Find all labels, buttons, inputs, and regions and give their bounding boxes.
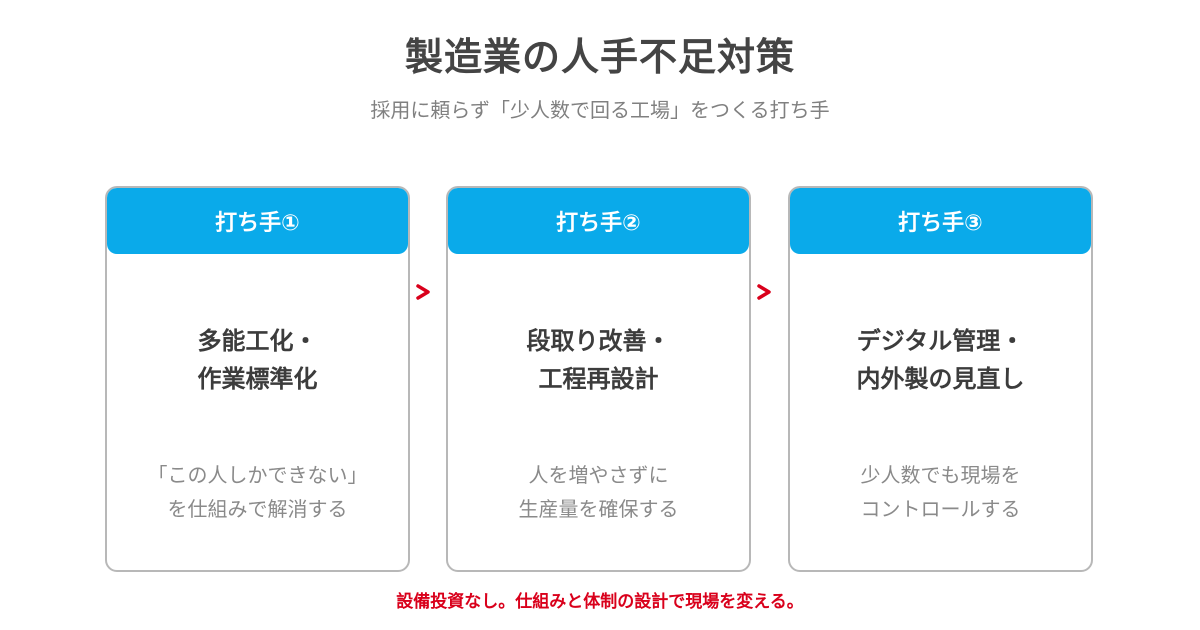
card-header-1: 打ち手① [107,188,408,254]
card-heading-2: 段取り改善・ 工程再設計 [448,322,749,398]
card-desc-line: 生産量を確保する [518,497,679,521]
strategy-card-3: 打ち手③ デジタル管理・ 内外製の見直し 少人数でも現場を コントロールする [788,186,1093,572]
card-header-2: 打ち手② [448,188,749,254]
card-desc-line: 「この人しかできない」 [147,463,368,487]
card-heading-line: 工程再設計 [538,365,659,393]
chevron-right-icon [416,284,430,300]
card-desc-line: 少人数でも現場を [860,463,1021,487]
card-desc-line: コントロールする [860,497,1021,521]
card-description-1: 「この人しかできない」 を仕組みで解消する [107,458,408,526]
card-heading-line: デジタル管理・ [856,327,1025,355]
strategy-card-1: 打ち手① 多能工化・ 作業標準化 「この人しかできない」 を仕組みで解消する [105,186,410,572]
card-desc-line: を仕組みで解消する [167,497,348,521]
card-desc-line: 人を増やさずに [528,463,669,487]
chevron-right-icon [757,284,771,300]
card-description-2: 人を増やさずに 生産量を確保する [448,458,749,526]
footer-note: 設備投資なし。仕組みと体制の設計で現場を変える。 [396,592,804,612]
card-heading-line: 段取り改善・ [526,327,671,355]
card-heading-1: 多能工化・ 作業標準化 [107,322,408,398]
card-heading-3: デジタル管理・ 内外製の見直し [790,322,1091,398]
card-heading-line: 多能工化・ [197,327,318,355]
card-heading-line: 内外製の見直し [856,365,1025,393]
card-heading-line: 作業標準化 [197,365,318,393]
page-subtitle: 採用に頼らず「少人数で回る工場」をつくる打ち手 [370,98,830,122]
strategy-card-2: 打ち手② 段取り改善・ 工程再設計 人を増やさずに 生産量を確保する [446,186,751,572]
card-header-3: 打ち手③ [790,188,1091,254]
card-description-3: 少人数でも現場を コントロールする [790,458,1091,526]
page-title: 製造業の人手不足対策 [404,35,795,79]
